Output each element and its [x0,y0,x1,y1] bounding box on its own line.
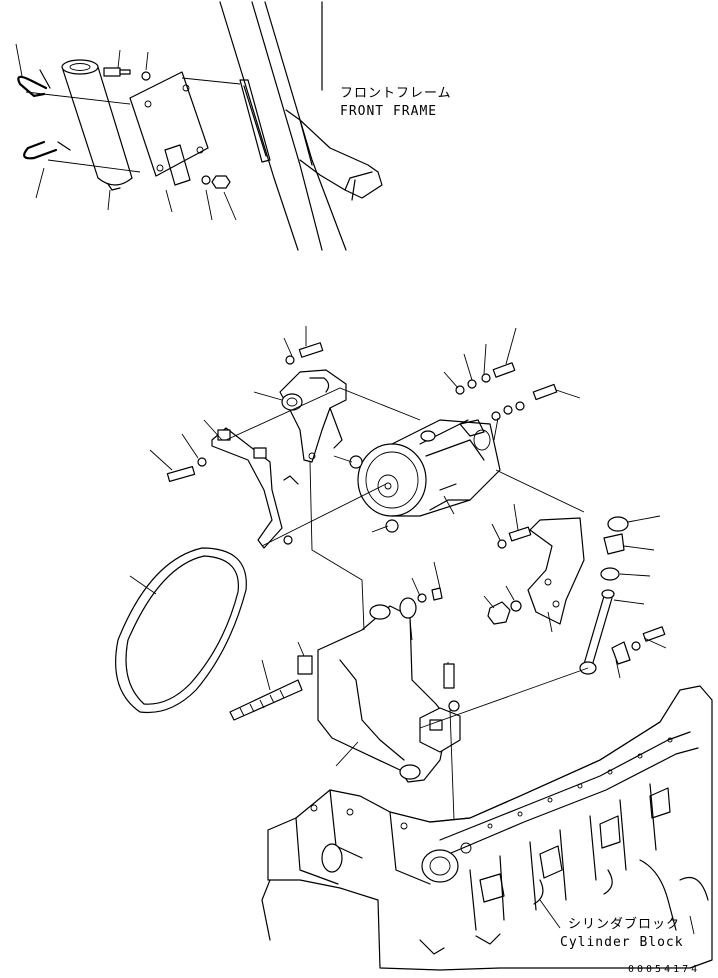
long-bolt [229,679,303,721]
cylinder-block-label-jp: シリンダブロック [568,916,680,932]
top-leader-lines [15,43,237,221]
left-bracket-plate [211,427,299,549]
middle-leader-lines [129,326,667,767]
front-frame-assembly [219,1,383,251]
drawing-number: 00054174 [628,964,700,975]
belt [115,547,247,714]
front-frame-label-jp: フロントフレーム [340,86,452,101]
drier-hoses [17,69,141,173]
cylinder-block-label-en: Cylinder Block [560,935,684,950]
tension-rod [579,516,666,675]
right-bracket [487,517,585,625]
compressor-bolts [166,342,558,483]
compressor-upper-bracket [279,369,347,463]
assembly-dash-lines [225,387,589,821]
compressor [349,419,501,533]
cylinder-block [261,685,713,971]
receiver-drier [61,59,133,191]
front-frame-label-en: FRONT FRAME [340,104,437,119]
drier-bracket [129,71,241,186]
top-fasteners [103,67,231,189]
main-bracket [297,587,461,783]
